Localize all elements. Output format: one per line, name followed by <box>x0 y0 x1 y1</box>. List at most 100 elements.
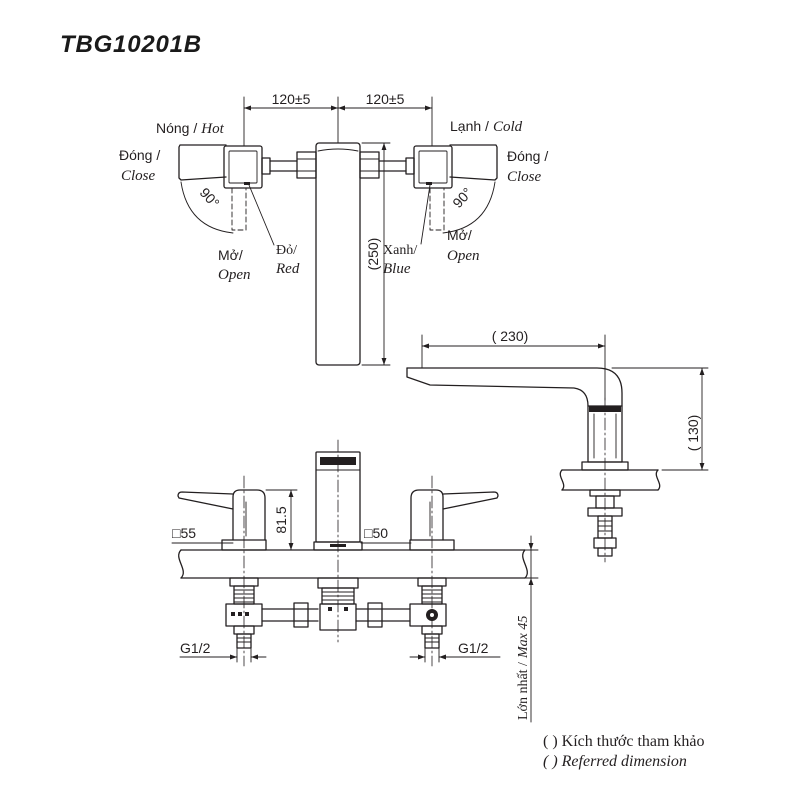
spout-logo <box>330 544 346 547</box>
cold-handle-body <box>413 145 453 189</box>
dimension-250: (250) <box>361 142 391 366</box>
top-view: 120±5 120±5 <box>119 91 548 366</box>
model-title: TBG10201B <box>60 31 202 58</box>
angle-left: 90° <box>197 184 223 210</box>
close-right-en: Close <box>507 169 542 185</box>
cold-valve-port-center <box>430 613 434 617</box>
handle-size-label: □55 <box>172 525 196 541</box>
hot-handle-inner <box>228 150 258 184</box>
pipe <box>261 608 319 622</box>
hot-valve-assembly <box>225 577 263 649</box>
hot-label-vi: Nóng / <box>156 120 197 136</box>
deck-break-left <box>178 549 184 579</box>
blue-indicator <box>426 182 432 185</box>
hot-valve-mark <box>238 612 242 616</box>
cold-collar <box>405 157 415 175</box>
spout-top <box>315 142 361 366</box>
cold-nut <box>359 151 380 179</box>
spout-bottom-edge <box>406 367 589 407</box>
cold-lever <box>449 144 498 181</box>
cold-open-position <box>429 187 445 231</box>
mixing-body <box>319 603 357 631</box>
open-right-en: Open <box>447 248 480 264</box>
spout-front <box>313 451 363 551</box>
blue-en: Blue <box>383 261 411 277</box>
thread-dimension-left: G1/2 <box>179 640 267 663</box>
deck-thickness-vi: Lớn nhất / <box>516 662 531 720</box>
hot-supply-pipe <box>261 602 319 628</box>
spout-top-edge <box>406 367 623 407</box>
angle-right: 90° <box>449 184 475 210</box>
cold-label-en: Cold <box>493 119 523 135</box>
dimension-230: ( 230) <box>421 328 606 401</box>
cold-pipe <box>378 160 407 172</box>
deck-lines <box>180 549 526 579</box>
reference-note-en: ( ) Referred dimension <box>543 753 687 770</box>
side-view: ( 230) ( 130) <box>406 328 709 563</box>
spout-outlet <box>320 457 356 465</box>
mixing-body-mark <box>328 607 332 611</box>
thread-lines <box>233 589 255 603</box>
dimension-120: 120±5 120±5 <box>243 91 433 147</box>
deck-lines <box>561 469 659 491</box>
blue-leader <box>420 184 431 245</box>
open-left-en: Open <box>218 267 251 283</box>
deck-thickness-en: Max 45 <box>516 616 531 659</box>
thread-lines <box>236 637 252 643</box>
spout-column-edges <box>593 413 617 459</box>
spout-outline <box>315 142 361 366</box>
dimension-130: ( 130) <box>611 367 709 471</box>
hot-handle-front <box>177 489 267 551</box>
red-en: Red <box>275 261 300 277</box>
side-mounting-stack <box>587 397 623 563</box>
dimension-label: (250) <box>365 238 381 271</box>
open-right-vi: Mở/ <box>447 227 472 243</box>
spout-side <box>406 367 629 471</box>
cold-handle-inner <box>418 150 448 184</box>
cold-label: Lạnh /Cold <box>450 118 523 135</box>
hot-label-en: Hot <box>200 121 224 137</box>
hot-open-position <box>231 187 247 231</box>
spout-edge <box>317 148 359 152</box>
hot-escutcheon <box>221 539 267 551</box>
notes: ( ) Kích thước tham khảo ( ) Referred di… <box>543 733 705 770</box>
close-left-en: Close <box>121 168 156 184</box>
dimension-label: ( 230) <box>492 328 529 344</box>
deck-thickness-label: Lớn nhất / Max 45 <box>516 616 531 720</box>
spout-size-label: □50 <box>364 525 388 541</box>
pipe <box>355 608 411 622</box>
cold-lever <box>442 491 499 510</box>
dimension-label: 81.5 <box>273 506 289 533</box>
reference-note-vi: ( ) Kích thước tham khảo <box>543 733 705 750</box>
hot-lever <box>177 491 234 510</box>
deck-break-left <box>559 469 565 491</box>
hot-nut-edges <box>296 158 317 172</box>
cold-valve-assembly <box>409 577 447 649</box>
red-indicator <box>244 182 250 185</box>
mixing-body-mark <box>344 607 348 611</box>
hot-valve-mark <box>245 612 249 616</box>
center-lines <box>243 439 433 667</box>
dimension-label-left: 120±5 <box>272 91 311 107</box>
hot-handle-body <box>223 145 263 189</box>
hot-collar <box>261 157 271 175</box>
cold-nut-edges <box>359 158 380 172</box>
spout-base <box>313 541 363 551</box>
close-left-vi: Đóng / <box>119 147 160 163</box>
thread-lines <box>424 637 440 643</box>
spout-mount-assembly <box>317 577 359 631</box>
thread-lines <box>421 589 443 603</box>
front-view: 81.5 □55 □50 <box>171 439 539 723</box>
thread-label-right: G1/2 <box>458 640 489 656</box>
cold-handle-front <box>409 489 499 551</box>
dimension-label-right: 120±5 <box>366 91 405 107</box>
pipe-fitting <box>293 602 309 628</box>
hot-lever <box>178 144 227 181</box>
dimension-81-5: 81.5 <box>265 489 298 551</box>
hot-label: Nóng /Hot <box>156 120 225 137</box>
cold-handle-body <box>410 489 444 541</box>
extension-lines <box>611 367 709 471</box>
deck-front <box>178 549 528 579</box>
hot-nut <box>296 151 317 179</box>
